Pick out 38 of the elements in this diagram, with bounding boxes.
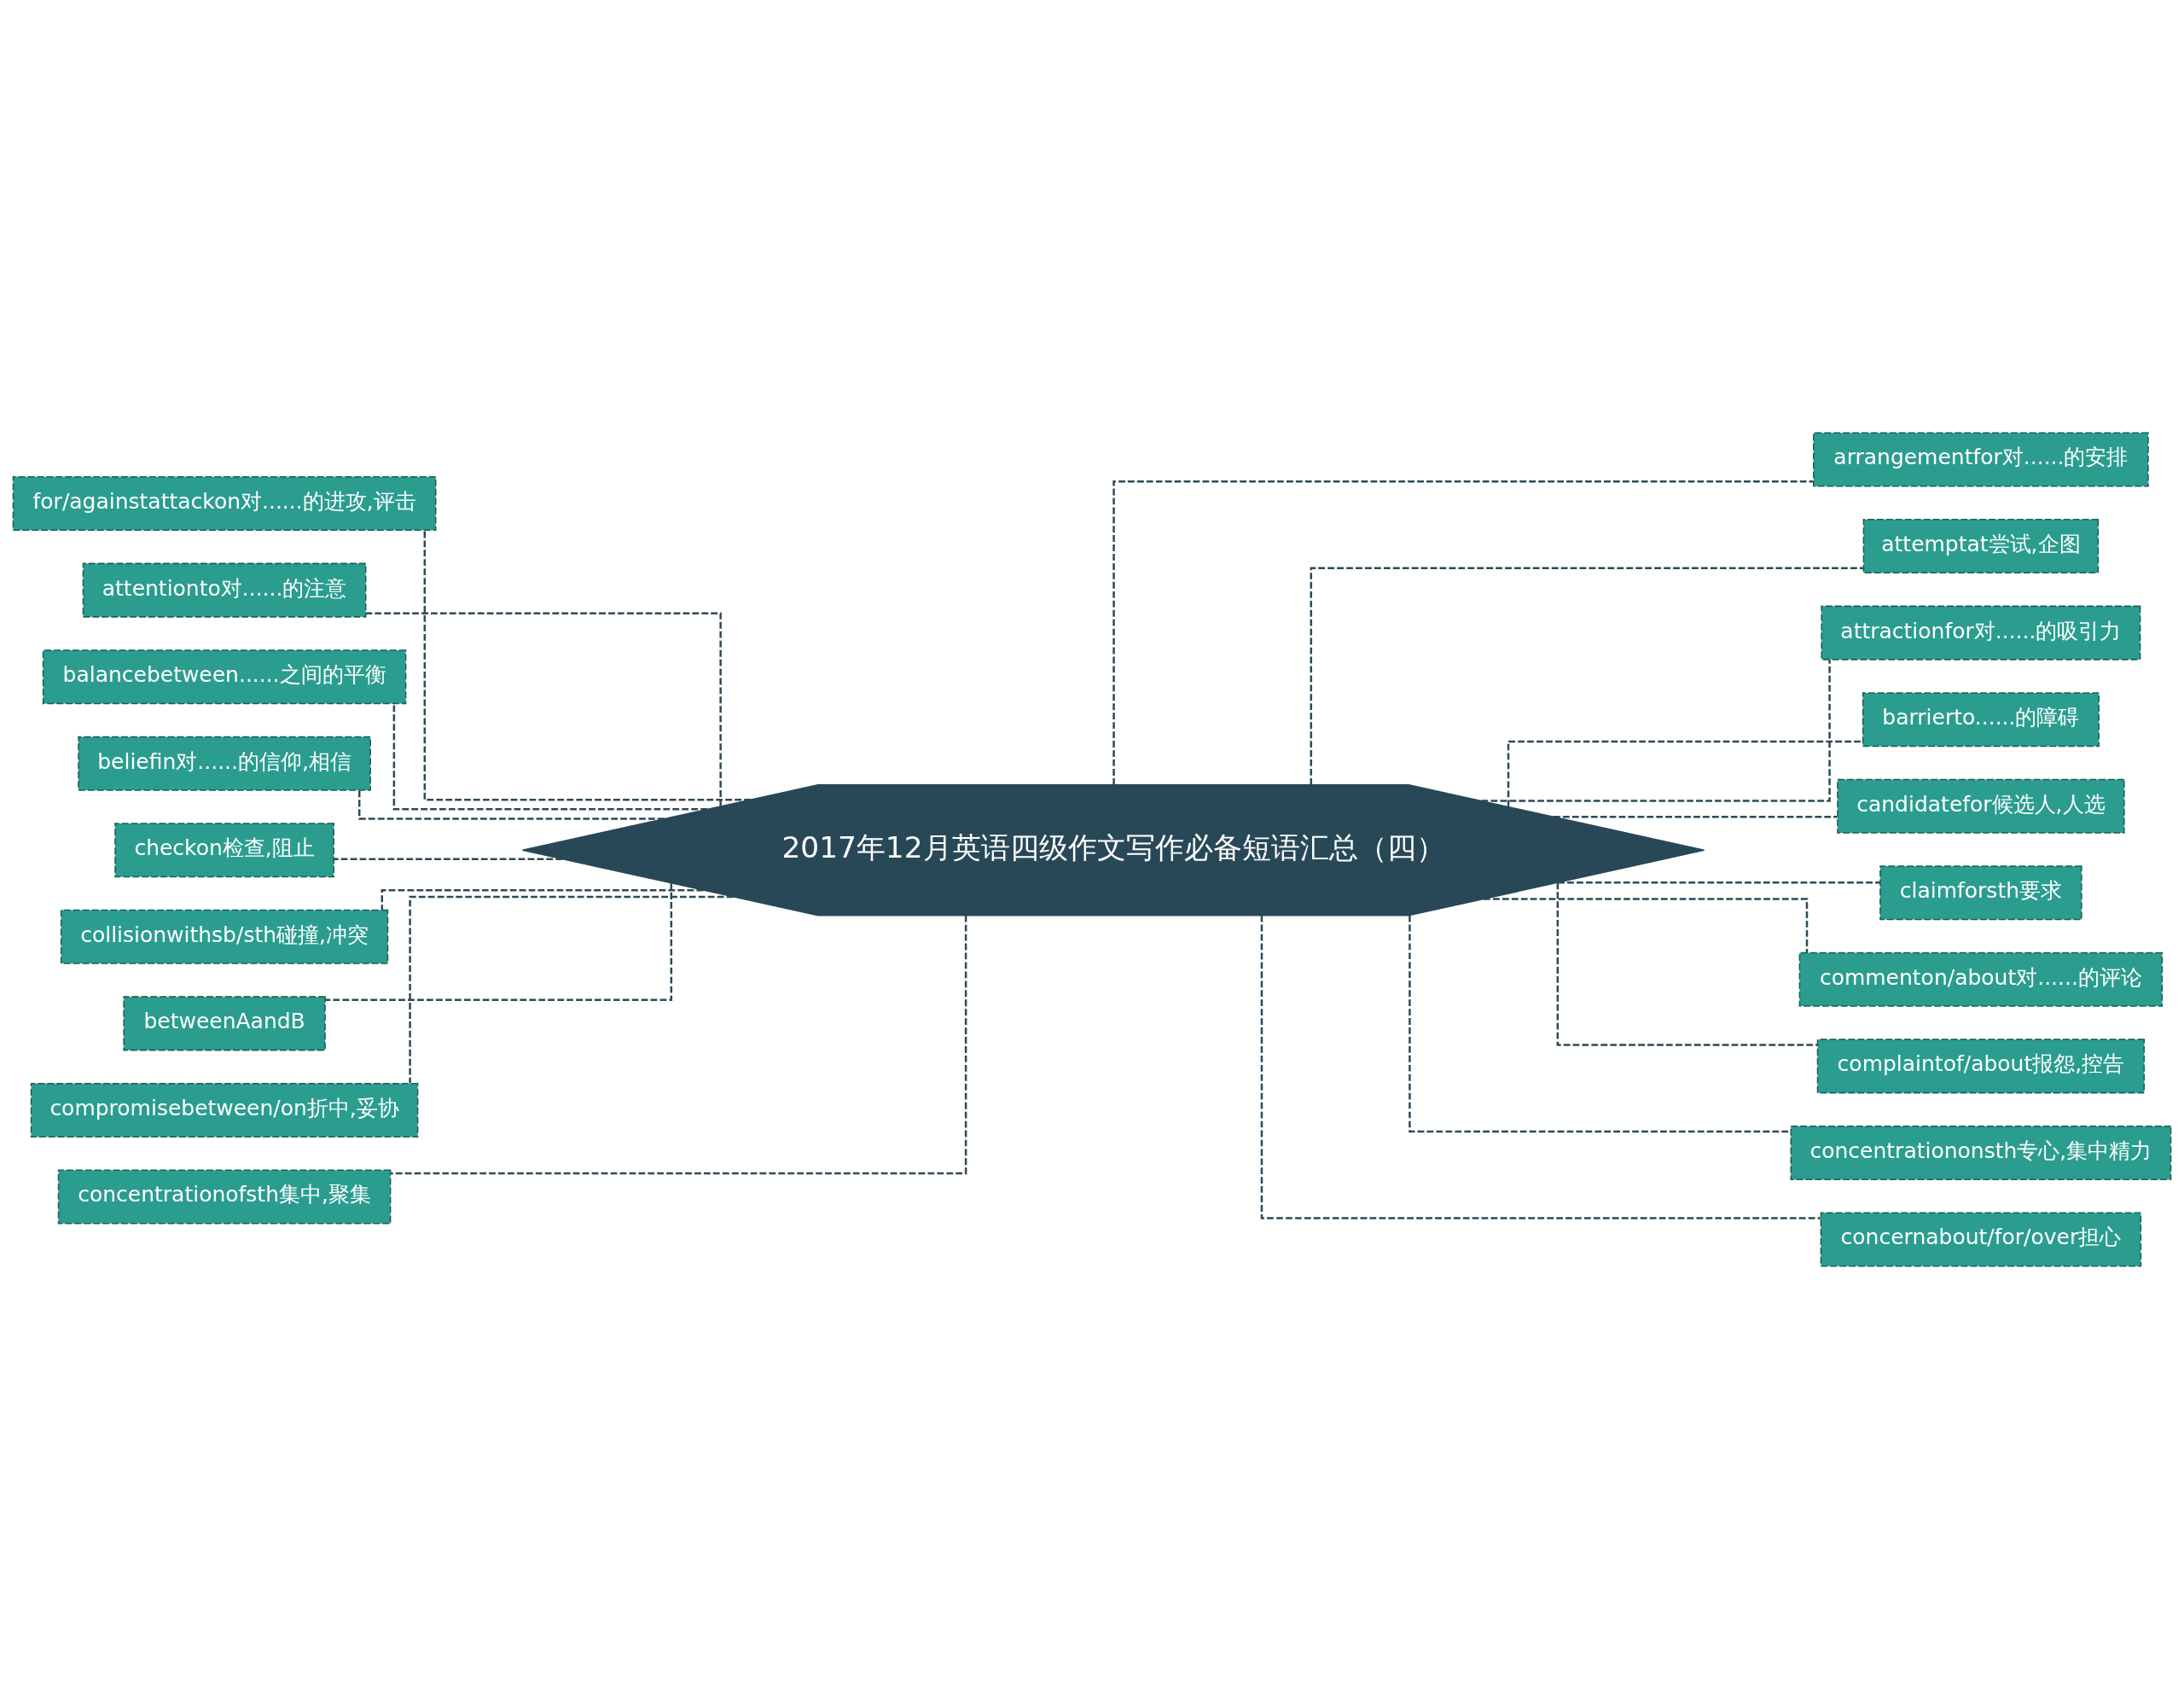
connector [1481,660,1831,802]
node-box: attemptat尝试,企图 [1862,519,2100,574]
node-box: balancebetween......之间的平衡 [42,649,407,705]
connector [380,888,704,911]
node-box: beliefin对......的信仰,相信 [78,736,371,791]
node-box: checkon检查,阻止 [114,823,334,878]
connector [334,858,563,860]
connector [1556,882,1818,1046]
node-box: candidatefor候选人,人选 [1837,778,2125,834]
connector [1483,898,1809,953]
node-box: betweenAandB [123,996,326,1051]
node-box: commenton/about对......的评论 [1798,951,2164,1007]
node-box: compromisebetween/on折中,妥协 [30,1082,419,1138]
node-box: arrangementfor对......的安排 [1813,432,2149,487]
connector [392,703,708,811]
connector [1507,740,1863,807]
connector [365,612,722,806]
connector [1260,915,1821,1219]
connector [1553,815,1838,818]
node-box: collisionwithsb/sth碰撞,冲突 [60,909,389,964]
connector [325,883,673,1002]
connector [409,895,734,1084]
node-box: for/againstattackon对......的进攻,评击 [12,476,437,532]
node-box: attractionfor对......的吸引力 [1821,605,2141,660]
connector [1558,882,1880,884]
node-box: attentionto对......的注意 [82,562,367,618]
node-box: complaintof/about报怨,控告 [1816,1039,2146,1094]
connector [358,790,665,820]
node-box: concernabout/for/over担心 [1820,1212,2142,1267]
node-box: concentrationonsth专心,集中精力 [1790,1125,2172,1180]
connector [1409,915,1791,1133]
node-box: barrierto......的障碍 [1862,692,2100,748]
node-box: concentrationofsth集中,聚集 [57,1169,392,1225]
connector [1112,480,1814,785]
connector [391,915,967,1175]
connector [1310,567,1864,785]
connector [423,530,752,801]
node-box: claimforsth要求 [1879,865,2082,921]
